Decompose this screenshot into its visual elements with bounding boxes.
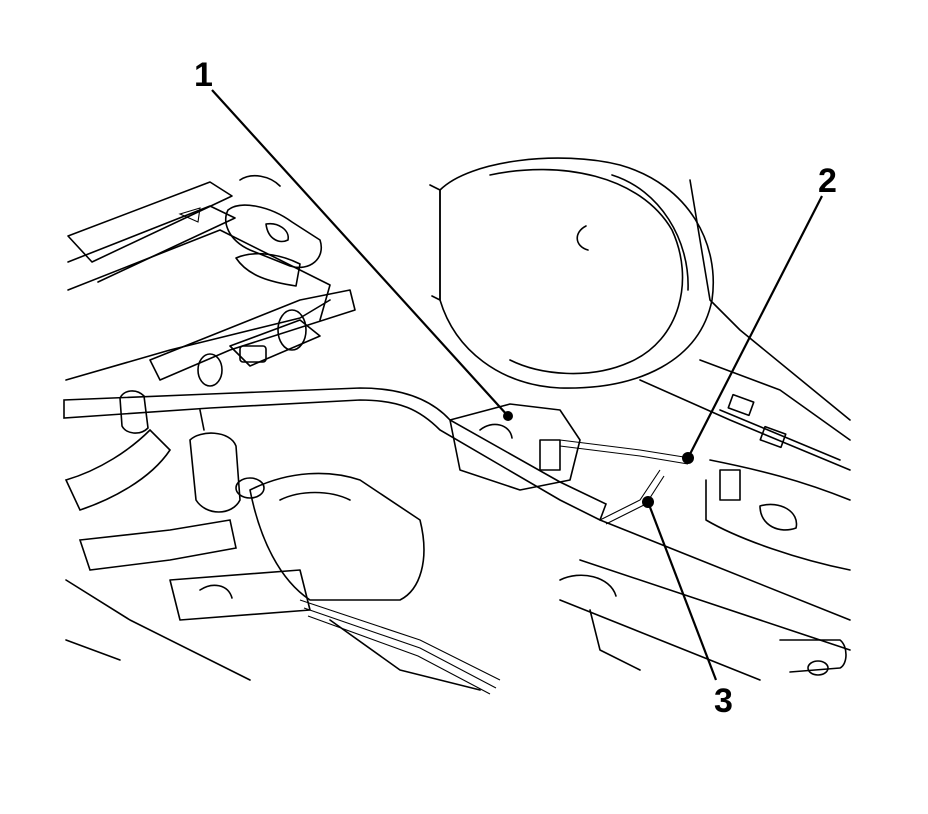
left-body-panel <box>65 181 331 381</box>
leader-line-3 <box>646 501 718 681</box>
callout-2: 2 <box>818 162 837 200</box>
upper-arm <box>225 174 323 287</box>
leader-line-1 <box>211 89 509 417</box>
front-pipe <box>64 428 237 571</box>
lower-floor <box>65 574 641 691</box>
brake-lines <box>299 439 691 695</box>
tail-pipe <box>779 639 847 676</box>
spare-wheel <box>429 157 714 389</box>
callout-1: 1 <box>194 56 213 94</box>
right-body-floor <box>559 179 851 681</box>
exhaust-pipe <box>63 387 608 522</box>
leader-line-2 <box>687 195 823 459</box>
cross-member <box>149 289 356 387</box>
callout-3: 3 <box>714 682 733 720</box>
